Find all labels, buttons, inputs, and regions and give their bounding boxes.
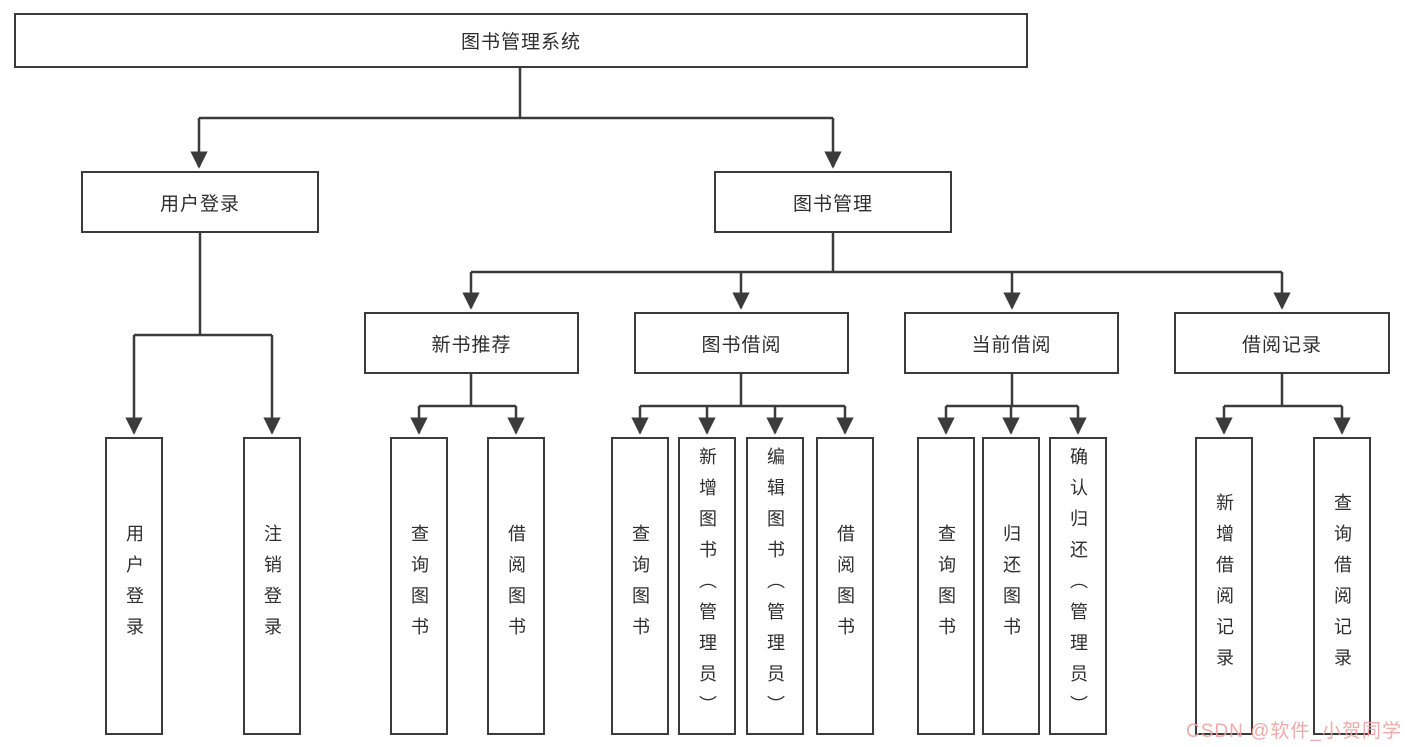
leaf-label: 查询图书: [409, 524, 429, 648]
leaf-query-books-recommend: 查询图书: [390, 437, 448, 735]
node-label: 图书管理: [792, 193, 873, 215]
leaf-label: 确认归还（管理员）: [1068, 446, 1088, 726]
leaf-query-books-borrow: 查询图书: [611, 437, 669, 735]
leaf-label: 归还图书: [1001, 524, 1021, 648]
node-current-borrow: 当前借阅: [904, 312, 1119, 374]
leaf-label: 新增借阅记录: [1214, 493, 1234, 679]
leaf-label: 查询图书: [630, 524, 650, 648]
leaf-add-books-admin: 新增图书（管理员）: [678, 437, 736, 735]
leaf-label: 注销登录: [262, 524, 282, 648]
leaf-query-borrow-record: 查询借阅记录: [1313, 437, 1371, 735]
node-label: 新书推荐: [431, 334, 512, 356]
leaf-borrow-books-recommend: 借阅图书: [487, 437, 545, 735]
leaf-logout: 注销登录: [243, 437, 301, 735]
node-book-borrow: 图书借阅: [634, 312, 849, 374]
node-borrow-records: 借阅记录: [1174, 312, 1390, 374]
node-root-system: 图书管理系统: [14, 13, 1028, 68]
leaf-label: 查询图书: [936, 524, 956, 648]
leaf-query-books-current: 查询图书: [917, 437, 975, 735]
leaf-confirm-return-admin: 确认归还（管理员）: [1049, 437, 1107, 735]
leaf-user-login: 用户登录: [105, 437, 163, 735]
leaf-label: 借阅图书: [506, 524, 526, 648]
leaf-add-borrow-record: 新增借阅记录: [1195, 437, 1253, 735]
node-user-login: 用户登录: [81, 171, 319, 233]
node-root-label: 图书管理系统: [460, 32, 581, 53]
leaf-borrow-books: 借阅图书: [816, 437, 874, 735]
leaf-return-books: 归还图书: [982, 437, 1040, 735]
csdn-watermark: CSDN @软件_小贺同学: [1186, 721, 1402, 742]
node-label: 用户登录: [159, 193, 240, 215]
node-label: 图书借阅: [701, 334, 782, 356]
leaf-label: 借阅图书: [835, 524, 855, 648]
node-label: 借阅记录: [1241, 334, 1322, 356]
node-label: 当前借阅: [971, 334, 1052, 356]
node-new-book-recommend: 新书推荐: [364, 312, 579, 374]
leaf-label: 编辑图书（管理员）: [765, 446, 785, 726]
leaf-label: 查询借阅记录: [1332, 493, 1352, 679]
leaf-edit-books-admin: 编辑图书（管理员）: [746, 437, 804, 735]
node-book-management: 图书管理: [714, 171, 952, 233]
leaf-label: 用户登录: [124, 524, 144, 648]
leaf-label: 新增图书（管理员）: [697, 446, 717, 726]
